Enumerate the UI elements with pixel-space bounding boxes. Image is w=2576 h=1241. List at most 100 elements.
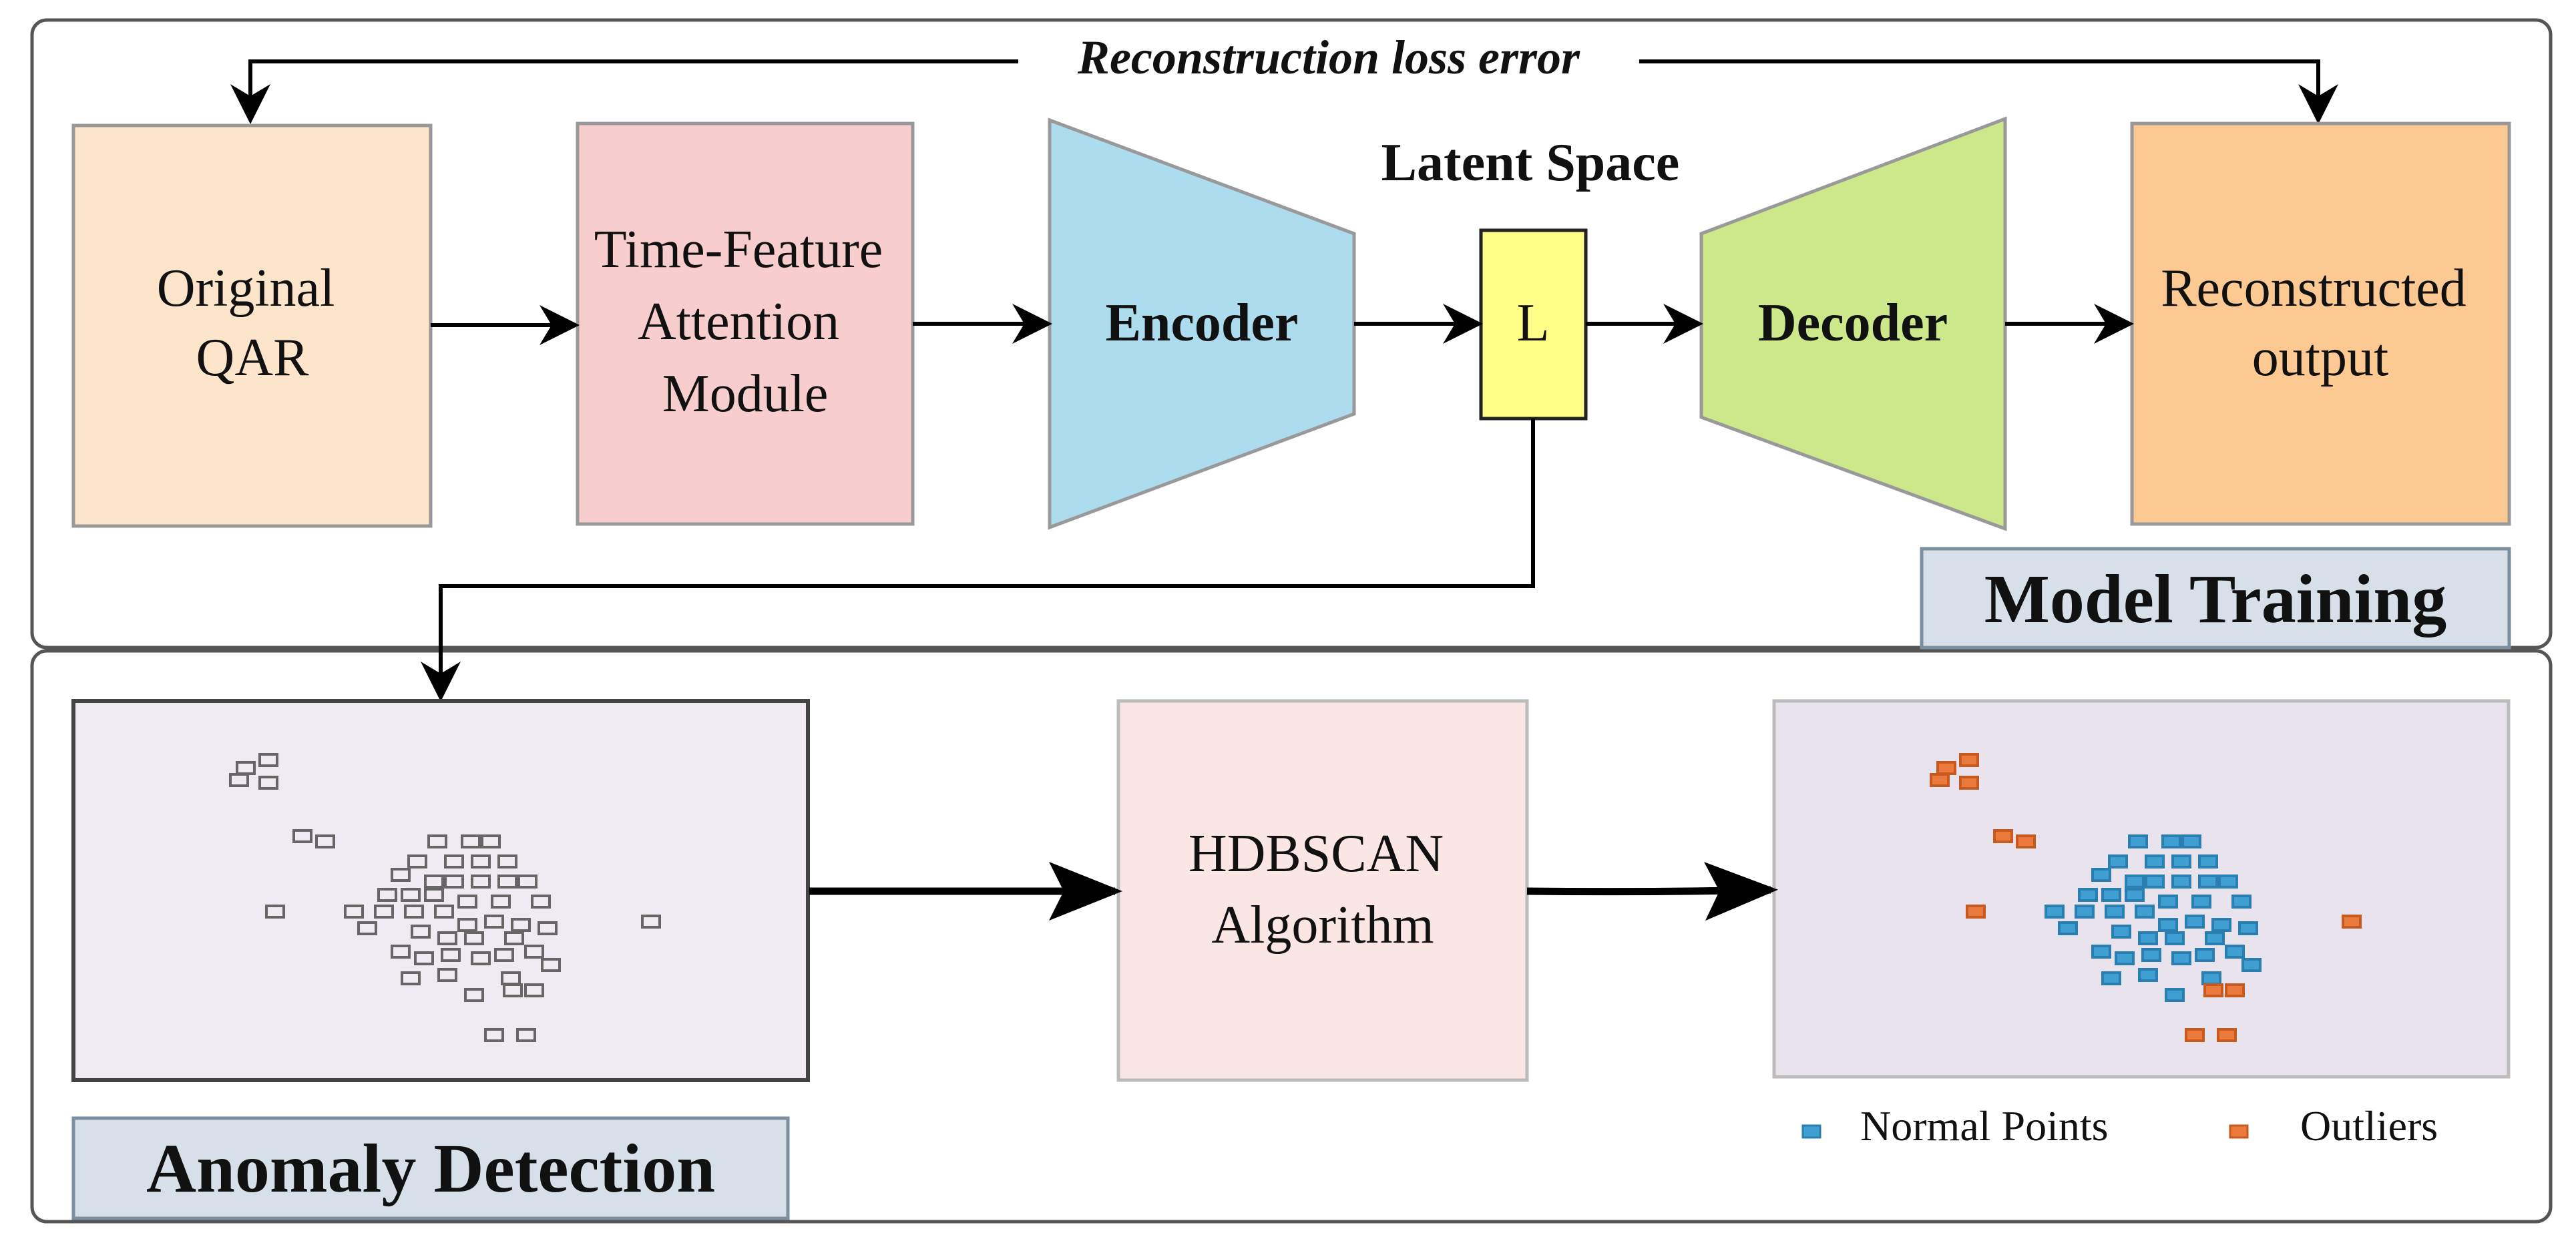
arrow-hdbscan-to-result bbox=[1526, 862, 1778, 921]
hdbscan-label: HDBSCAN Algorithm bbox=[1189, 824, 1457, 955]
unlabeled-point bbox=[494, 948, 514, 962]
feedback-loop-line-right bbox=[1639, 59, 2338, 124]
unlabeled-point bbox=[641, 915, 661, 929]
unlabeled-point bbox=[414, 951, 434, 965]
outlier-point bbox=[1930, 773, 1950, 787]
unlabeled-point bbox=[444, 875, 464, 889]
normal-point bbox=[2201, 971, 2221, 985]
outlier-point bbox=[2185, 1028, 2205, 1042]
unlabeled-point bbox=[471, 875, 491, 889]
unlabeled-point bbox=[503, 983, 523, 997]
latent-space-label: Latent Space bbox=[1381, 134, 1680, 192]
unlabeled-point bbox=[464, 931, 484, 945]
unlabeled-point bbox=[265, 905, 285, 919]
unlabeled-point bbox=[524, 983, 544, 997]
unlabeled-point bbox=[344, 905, 364, 919]
unlabeled-point bbox=[444, 854, 464, 868]
normal-point bbox=[2231, 895, 2251, 909]
normal-point bbox=[2115, 951, 2135, 965]
legend-outlier-swatch bbox=[2229, 1124, 2249, 1139]
unlabeled-point bbox=[516, 1028, 536, 1042]
normal-point bbox=[2101, 888, 2121, 902]
unlabeled-point bbox=[504, 931, 524, 945]
unlabeled-point bbox=[481, 834, 501, 848]
normal-point bbox=[2238, 921, 2258, 935]
normal-point bbox=[2101, 971, 2121, 985]
unlabeled-point bbox=[437, 968, 457, 982]
outlier-point bbox=[2016, 834, 2036, 848]
encoder-label: Encoder bbox=[1106, 294, 1299, 352]
unlabeled-point bbox=[541, 958, 561, 972]
normal-point bbox=[2135, 905, 2155, 919]
original-qar-box bbox=[71, 123, 433, 528]
decoder-label: Decoder bbox=[1758, 294, 1948, 352]
outlier-point bbox=[2342, 915, 2362, 929]
feedback-label: Reconstruction loss error bbox=[1077, 31, 1580, 84]
normal-point bbox=[2108, 854, 2128, 868]
normal-point bbox=[2138, 931, 2158, 945]
feedback-loop-line bbox=[230, 59, 1018, 124]
unlabeled-point bbox=[404, 905, 424, 919]
unlabeled-point bbox=[434, 905, 454, 919]
model-training-title-tab bbox=[1920, 547, 2511, 650]
normal-point bbox=[2171, 951, 2191, 965]
unlabeled-point bbox=[464, 988, 484, 1002]
unlabeled-point bbox=[374, 905, 394, 919]
normal-point bbox=[2171, 875, 2191, 889]
unlabeled-point bbox=[538, 921, 558, 935]
unlabeled-point bbox=[391, 868, 411, 882]
unlabeled-point bbox=[531, 895, 551, 909]
latent-box-label: L bbox=[1517, 294, 1550, 352]
normal-point bbox=[2105, 905, 2125, 919]
outlier-point bbox=[2217, 1028, 2237, 1042]
unlabeled-point bbox=[401, 971, 421, 985]
anomaly-detection-title: Anomaly Detection bbox=[146, 1130, 715, 1207]
unlabeled-point bbox=[457, 918, 477, 932]
normal-point bbox=[2091, 868, 2111, 882]
unlabeled-point bbox=[491, 895, 511, 909]
normal-point bbox=[2125, 875, 2145, 889]
unlabeled-point bbox=[511, 918, 531, 932]
unlabeled-points-group bbox=[229, 753, 661, 1042]
unlabeled-point bbox=[401, 888, 421, 902]
normal-point bbox=[2211, 918, 2231, 932]
outlier-point bbox=[2203, 983, 2223, 997]
outlier-point bbox=[1959, 776, 1979, 790]
unlabeled-point bbox=[258, 776, 278, 790]
normal-point bbox=[2078, 888, 2098, 902]
normal-point bbox=[2171, 854, 2191, 868]
unlabeled-point bbox=[292, 829, 312, 843]
normal-point bbox=[2158, 895, 2178, 909]
normal-point bbox=[2045, 905, 2065, 919]
legend-normal-label: Normal Points bbox=[1860, 1102, 2109, 1150]
legend-outlier-label: Outliers bbox=[2300, 1102, 2438, 1150]
normal-point bbox=[2191, 895, 2211, 909]
unlabeled-point bbox=[424, 875, 444, 889]
legend-normal-swatch bbox=[1801, 1124, 1821, 1139]
unlabeled-point bbox=[484, 1028, 504, 1042]
outlier-point bbox=[1966, 905, 1986, 919]
normal-point bbox=[2218, 875, 2238, 889]
reconstructed-output-label: Reconstructed output bbox=[2161, 259, 2480, 387]
unlabeled-point bbox=[517, 875, 538, 889]
unlabeled-point bbox=[424, 888, 444, 902]
normal-point bbox=[2241, 958, 2262, 972]
normal-point bbox=[2195, 948, 2215, 962]
normal-point bbox=[2165, 931, 2185, 945]
unlabeled-point bbox=[258, 753, 278, 767]
unlabeled-point bbox=[497, 875, 517, 889]
unlabeled-point bbox=[315, 834, 335, 848]
unlabeled-point bbox=[484, 915, 504, 929]
normal-point bbox=[2075, 905, 2095, 919]
unlabeled-point bbox=[357, 921, 377, 935]
normal-point bbox=[2161, 834, 2181, 848]
unlabeled-point bbox=[427, 834, 447, 848]
arrow-latent-to-scatter bbox=[421, 419, 1535, 702]
unlabeled-point bbox=[497, 854, 517, 868]
normal-point bbox=[2158, 918, 2178, 932]
hdbscan-box bbox=[1116, 699, 1529, 1082]
reconstructed-output-box bbox=[2130, 121, 2511, 526]
anomaly-detection-title-tab bbox=[71, 1116, 790, 1220]
normal-point bbox=[2128, 834, 2148, 848]
